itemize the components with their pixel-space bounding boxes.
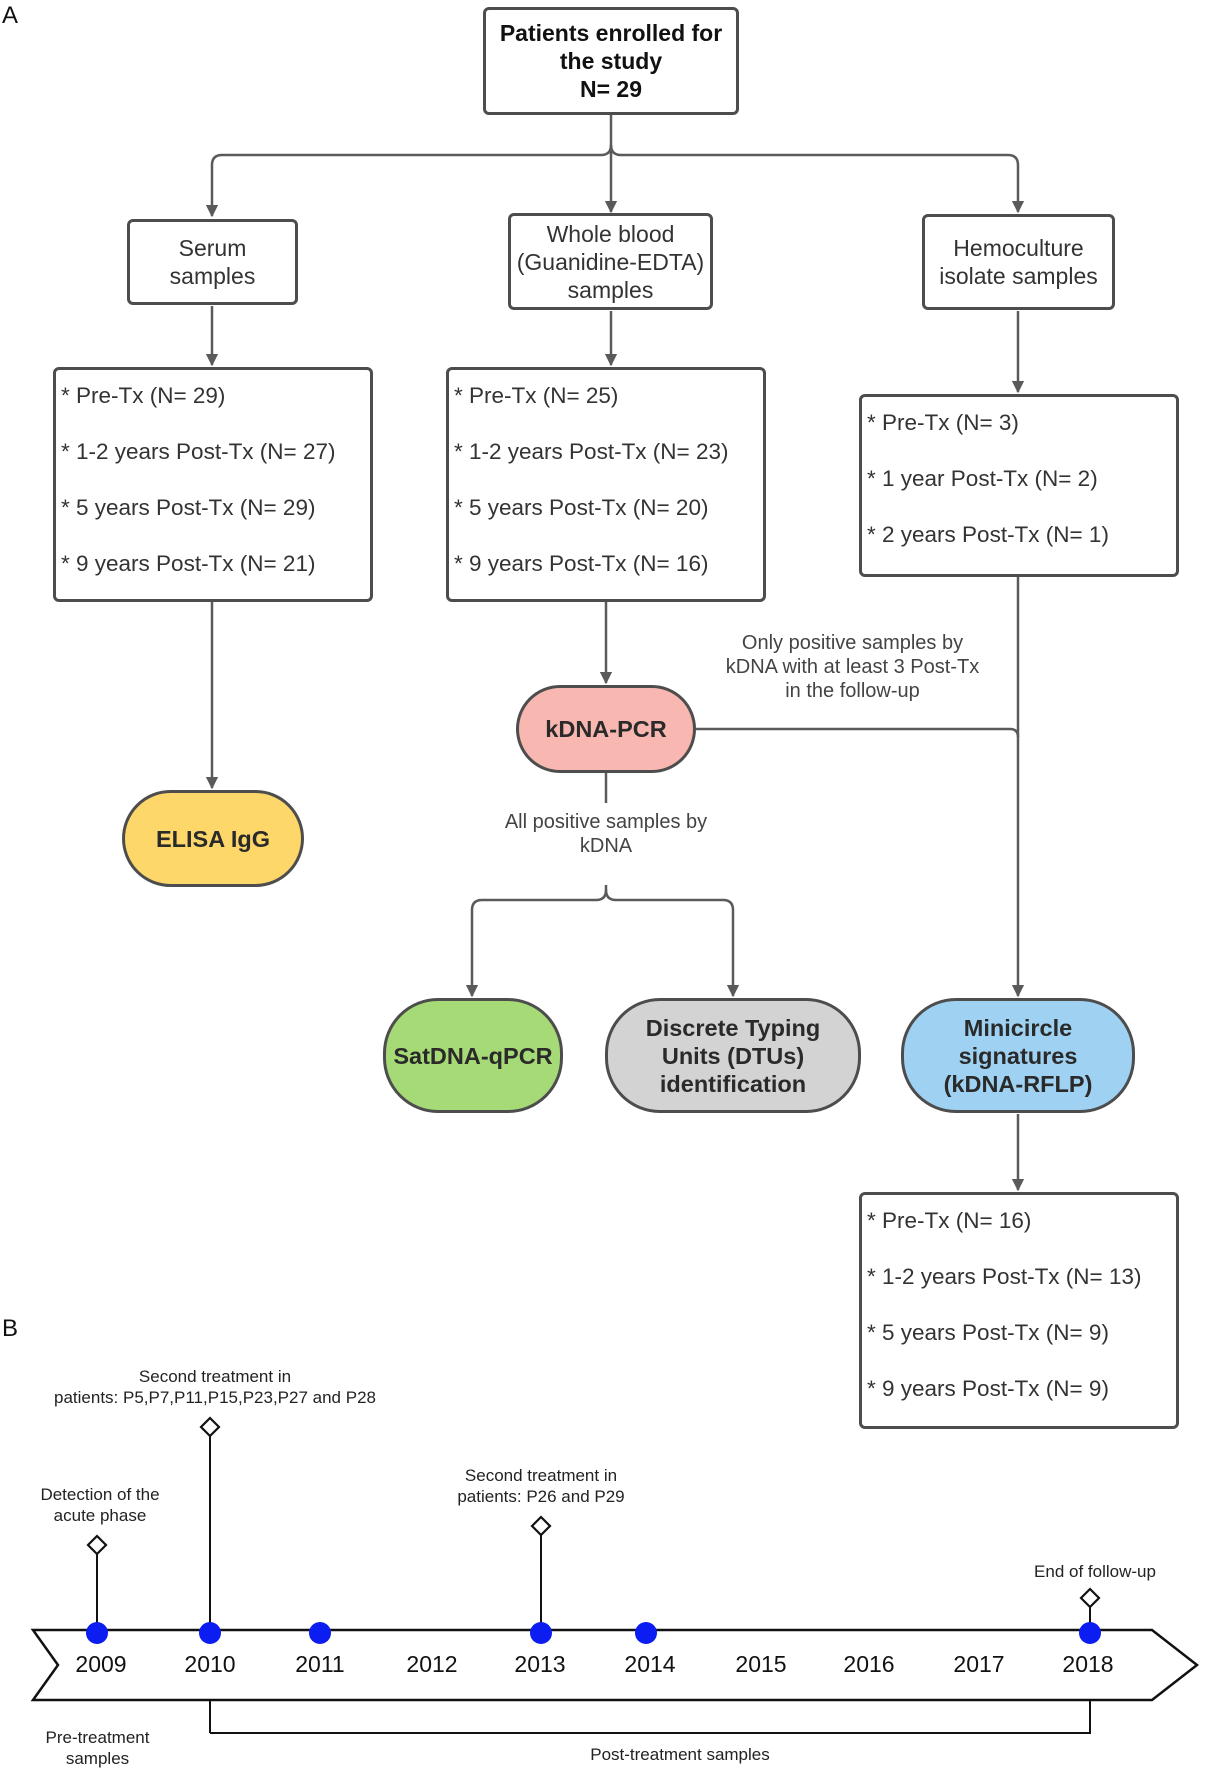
event-acute-line-2: acute phase <box>53 1506 147 1525</box>
serum-counts-box: * Pre-Tx (N= 29) * 1-2 years Post-Tx (N=… <box>53 367 373 602</box>
sample-marker-2018 <box>1079 1622 1101 1644</box>
only-positive-line-1: Only positive samples by <box>741 632 964 654</box>
kdna-to-minicircle <box>696 727 1020 738</box>
dtu-line-2: Units (DTUs) <box>661 1042 805 1069</box>
serum-count-9: * 9 years Post-Tx (N= 21) <box>61 551 316 576</box>
connector-lines <box>205 115 1025 1192</box>
hemoculture-line-2: isolate samples <box>939 263 1098 289</box>
year-2012: 2012 <box>406 1651 458 1677</box>
blood-count-5: * 5 years Post-Tx (N= 20) <box>454 495 709 520</box>
event-diamond-second-2 <box>530 1515 552 1537</box>
kdna-split <box>465 885 608 998</box>
only-positive-label: Only positive samples by kDNA with at le… <box>700 631 1005 703</box>
minicircle-line-2: signatures <box>958 1042 1078 1069</box>
sample-marker-2014 <box>635 1622 657 1644</box>
event-label-second-2: Second treatment in patients: P26 and P2… <box>431 1465 651 1507</box>
event-diamond-acute <box>86 1534 108 1556</box>
rflp-count-pre: * Pre-Tx (N= 16) <box>867 1208 1032 1233</box>
year-2013: 2013 <box>514 1651 566 1677</box>
whole-blood-samples-box: Whole blood (Guanidine-EDTA) samples <box>508 213 713 310</box>
hemoculture-count-2: * 2 years Post-Tx (N= 1) <box>867 522 1109 547</box>
hemoculture-counts-box: * Pre-Tx (N= 3) * 1 year Post-Tx (N= 2) … <box>859 394 1179 577</box>
sample-marker-2009 <box>86 1622 108 1644</box>
root-enrolled-box: Patients enrolled for the study N= 29 <box>483 7 739 115</box>
event-label-second-1: Second treatment in patients: P5,P7,P11,… <box>25 1366 405 1408</box>
year-2014: 2014 <box>624 1651 676 1677</box>
serum-samples-box: Serum samples <box>127 219 298 305</box>
pre-treatment-line-2: samples <box>65 1749 130 1768</box>
year-2010: 2010 <box>184 1651 236 1677</box>
serum-line-2: samples <box>169 263 256 289</box>
event-diamond-end <box>1079 1587 1101 1609</box>
minicircle-line-3: (kDNA-RFLP) <box>943 1070 1093 1097</box>
dtu-identification-node: Discrete Typing Units (DTUs) identificat… <box>605 998 861 1113</box>
post-treatment-label: Post-treatment samples <box>590 1745 770 1764</box>
blood-count-9: * 9 years Post-Tx (N= 16) <box>454 551 709 576</box>
event-second-2-line-1: Second treatment in <box>464 1466 618 1485</box>
event-diamond-second-1 <box>199 1416 221 1438</box>
minicircle-signatures-node: Minicircle signatures (kDNA-RFLP) <box>901 998 1135 1113</box>
root-to-hemoculture <box>609 144 1025 214</box>
event-acute-line-1: Detection of the <box>40 1485 160 1504</box>
serum-count-pre: * Pre-Tx (N= 29) <box>61 383 226 408</box>
blood-line-2: (Guanidine-EDTA) <box>516 248 705 275</box>
minicircle-line-1: Minicircle <box>963 1014 1073 1041</box>
only-positive-line-2: kDNA with at least 3 Post-Tx <box>725 656 980 678</box>
pre-treatment-line-1: Pre-treatment <box>45 1728 150 1747</box>
blood-counts-box: * Pre-Tx (N= 25) * 1-2 years Post-Tx (N=… <box>446 367 766 602</box>
event-second-2-line-2: patients: P26 and P29 <box>457 1487 625 1506</box>
serum-line-1: Serum <box>178 235 247 261</box>
all-positive-line-1: All positive samples by <box>504 811 708 833</box>
panel-label-b: B <box>2 1315 19 1342</box>
hemoculture-samples-box: Hemoculture isolate samples <box>922 214 1115 310</box>
only-positive-line-3: in the follow-up <box>785 680 920 702</box>
pre-treatment-label: Pre-treatment samples <box>20 1727 175 1769</box>
timeline <box>30 1416 1200 1734</box>
kdna-to-dtu <box>604 889 740 998</box>
sample-marker-2010 <box>199 1622 221 1644</box>
hemoculture-count-pre: * Pre-Tx (N= 3) <box>867 410 1019 435</box>
year-2009: 2009 <box>75 1651 127 1677</box>
timeline-arrow <box>30 1628 1200 1702</box>
sample-marker-2011 <box>309 1622 331 1644</box>
year-2016: 2016 <box>843 1651 895 1677</box>
kdna-pcr-node: kDNA-PCR <box>516 685 696 773</box>
dtu-line-1: Discrete Typing <box>645 1014 821 1041</box>
rflp-counts-box: * Pre-Tx (N= 16) * 1-2 years Post-Tx (N=… <box>859 1192 1179 1429</box>
root-line-3: N= 29 <box>579 76 642 102</box>
root-line-1: Patients enrolled for <box>499 20 723 46</box>
sample-markers <box>86 1622 1101 1644</box>
rflp-count-1-2: * 1-2 years Post-Tx (N= 13) <box>867 1264 1142 1289</box>
rflp-count-5: * 5 years Post-Tx (N= 9) <box>867 1320 1109 1345</box>
hemoculture-line-1: Hemoculture <box>953 235 1084 261</box>
blood-line-1: Whole blood <box>546 220 675 247</box>
root-connector <box>205 115 613 218</box>
event-second-1-line-2: patients: P5,P7,P11,P15,P23,P27 and P28 <box>54 1388 376 1407</box>
root-line-2: the study <box>559 48 663 74</box>
elisa-igg-node: ELISA IgG <box>122 790 304 887</box>
event-label-acute: Detection of the acute phase <box>20 1484 180 1526</box>
event-second-1-line-1: Second treatment in <box>138 1367 292 1386</box>
blood-count-pre: * Pre-Tx (N= 25) <box>454 383 619 408</box>
panel-label-a: A <box>2 2 19 29</box>
event-label-end: End of follow-up <box>1034 1562 1156 1581</box>
year-2018: 2018 <box>1062 1651 1114 1677</box>
blood-line-3: samples <box>567 276 654 303</box>
post-treatment-bracket <box>210 1700 1091 1734</box>
satdna-qpcr-node: SatDNA-qPCR <box>383 998 563 1113</box>
year-2015: 2015 <box>735 1651 787 1677</box>
all-positive-line-2: kDNA <box>579 835 633 857</box>
rflp-count-9: * 9 years Post-Tx (N= 9) <box>867 1376 1109 1401</box>
year-2011: 2011 <box>295 1651 345 1677</box>
year-2017: 2017 <box>953 1651 1005 1677</box>
serum-count-1-2: * 1-2 years Post-Tx (N= 27) <box>61 439 336 464</box>
serum-count-5: * 5 years Post-Tx (N= 29) <box>61 495 316 520</box>
hemoculture-count-1: * 1 year Post-Tx (N= 2) <box>867 466 1098 491</box>
dtu-line-3: identification <box>659 1070 807 1097</box>
blood-count-1-2: * 1-2 years Post-Tx (N= 23) <box>454 439 729 464</box>
sample-marker-2013 <box>530 1622 552 1644</box>
all-positive-label: All positive samples by kDNA <box>475 810 737 858</box>
